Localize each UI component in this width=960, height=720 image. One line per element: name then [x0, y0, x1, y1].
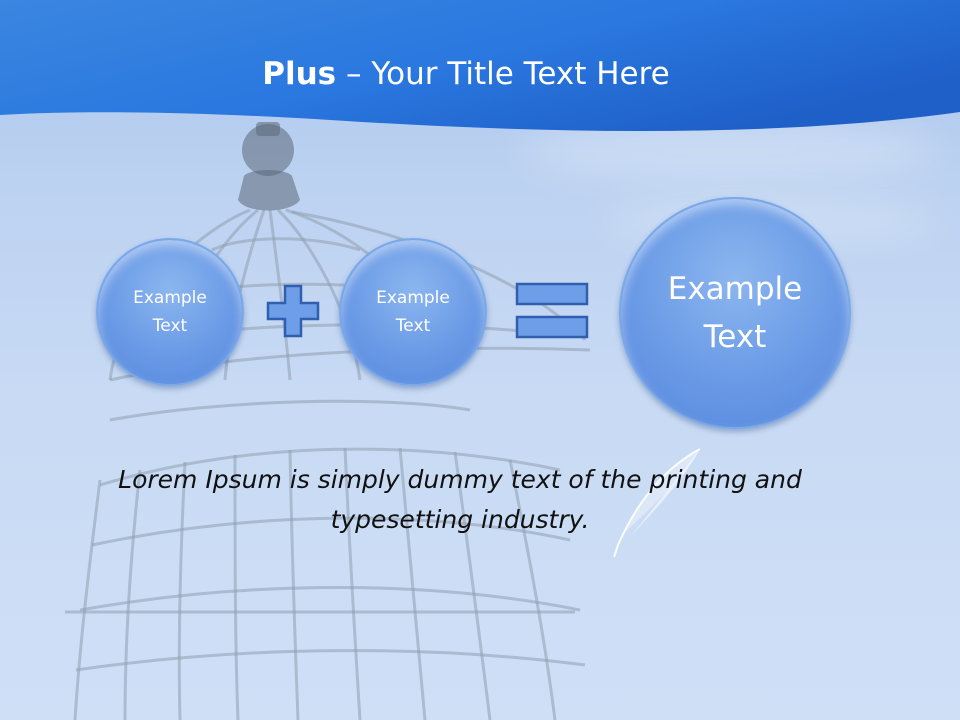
slide-title: Plus – Your Title Text Here: [0, 52, 932, 96]
circle-1-line2: Text: [152, 316, 188, 336]
example-circle-2: Example Text: [339, 238, 487, 386]
example-circle-1: Example Text: [96, 238, 244, 386]
circle-3-line1: Example: [667, 271, 803, 307]
equals-sign-icon: [515, 282, 589, 339]
header-banner: [0, 0, 960, 131]
example-circle-result: Example Text: [619, 197, 851, 429]
body-text: Lorem Ipsum is simply dummy text of the …: [118, 465, 802, 534]
circle-1-line1: Example: [133, 288, 207, 308]
feather-icon: [613, 448, 701, 558]
title-bold-part: Plus: [262, 56, 337, 92]
circle-2-line1: Example: [376, 288, 450, 308]
title-rest-part: – Your Title Text Here: [336, 56, 670, 92]
circle-3-line2: Text: [703, 319, 767, 355]
plus-sign-icon: [266, 284, 320, 338]
circle-2-line2: Text: [395, 316, 431, 336]
